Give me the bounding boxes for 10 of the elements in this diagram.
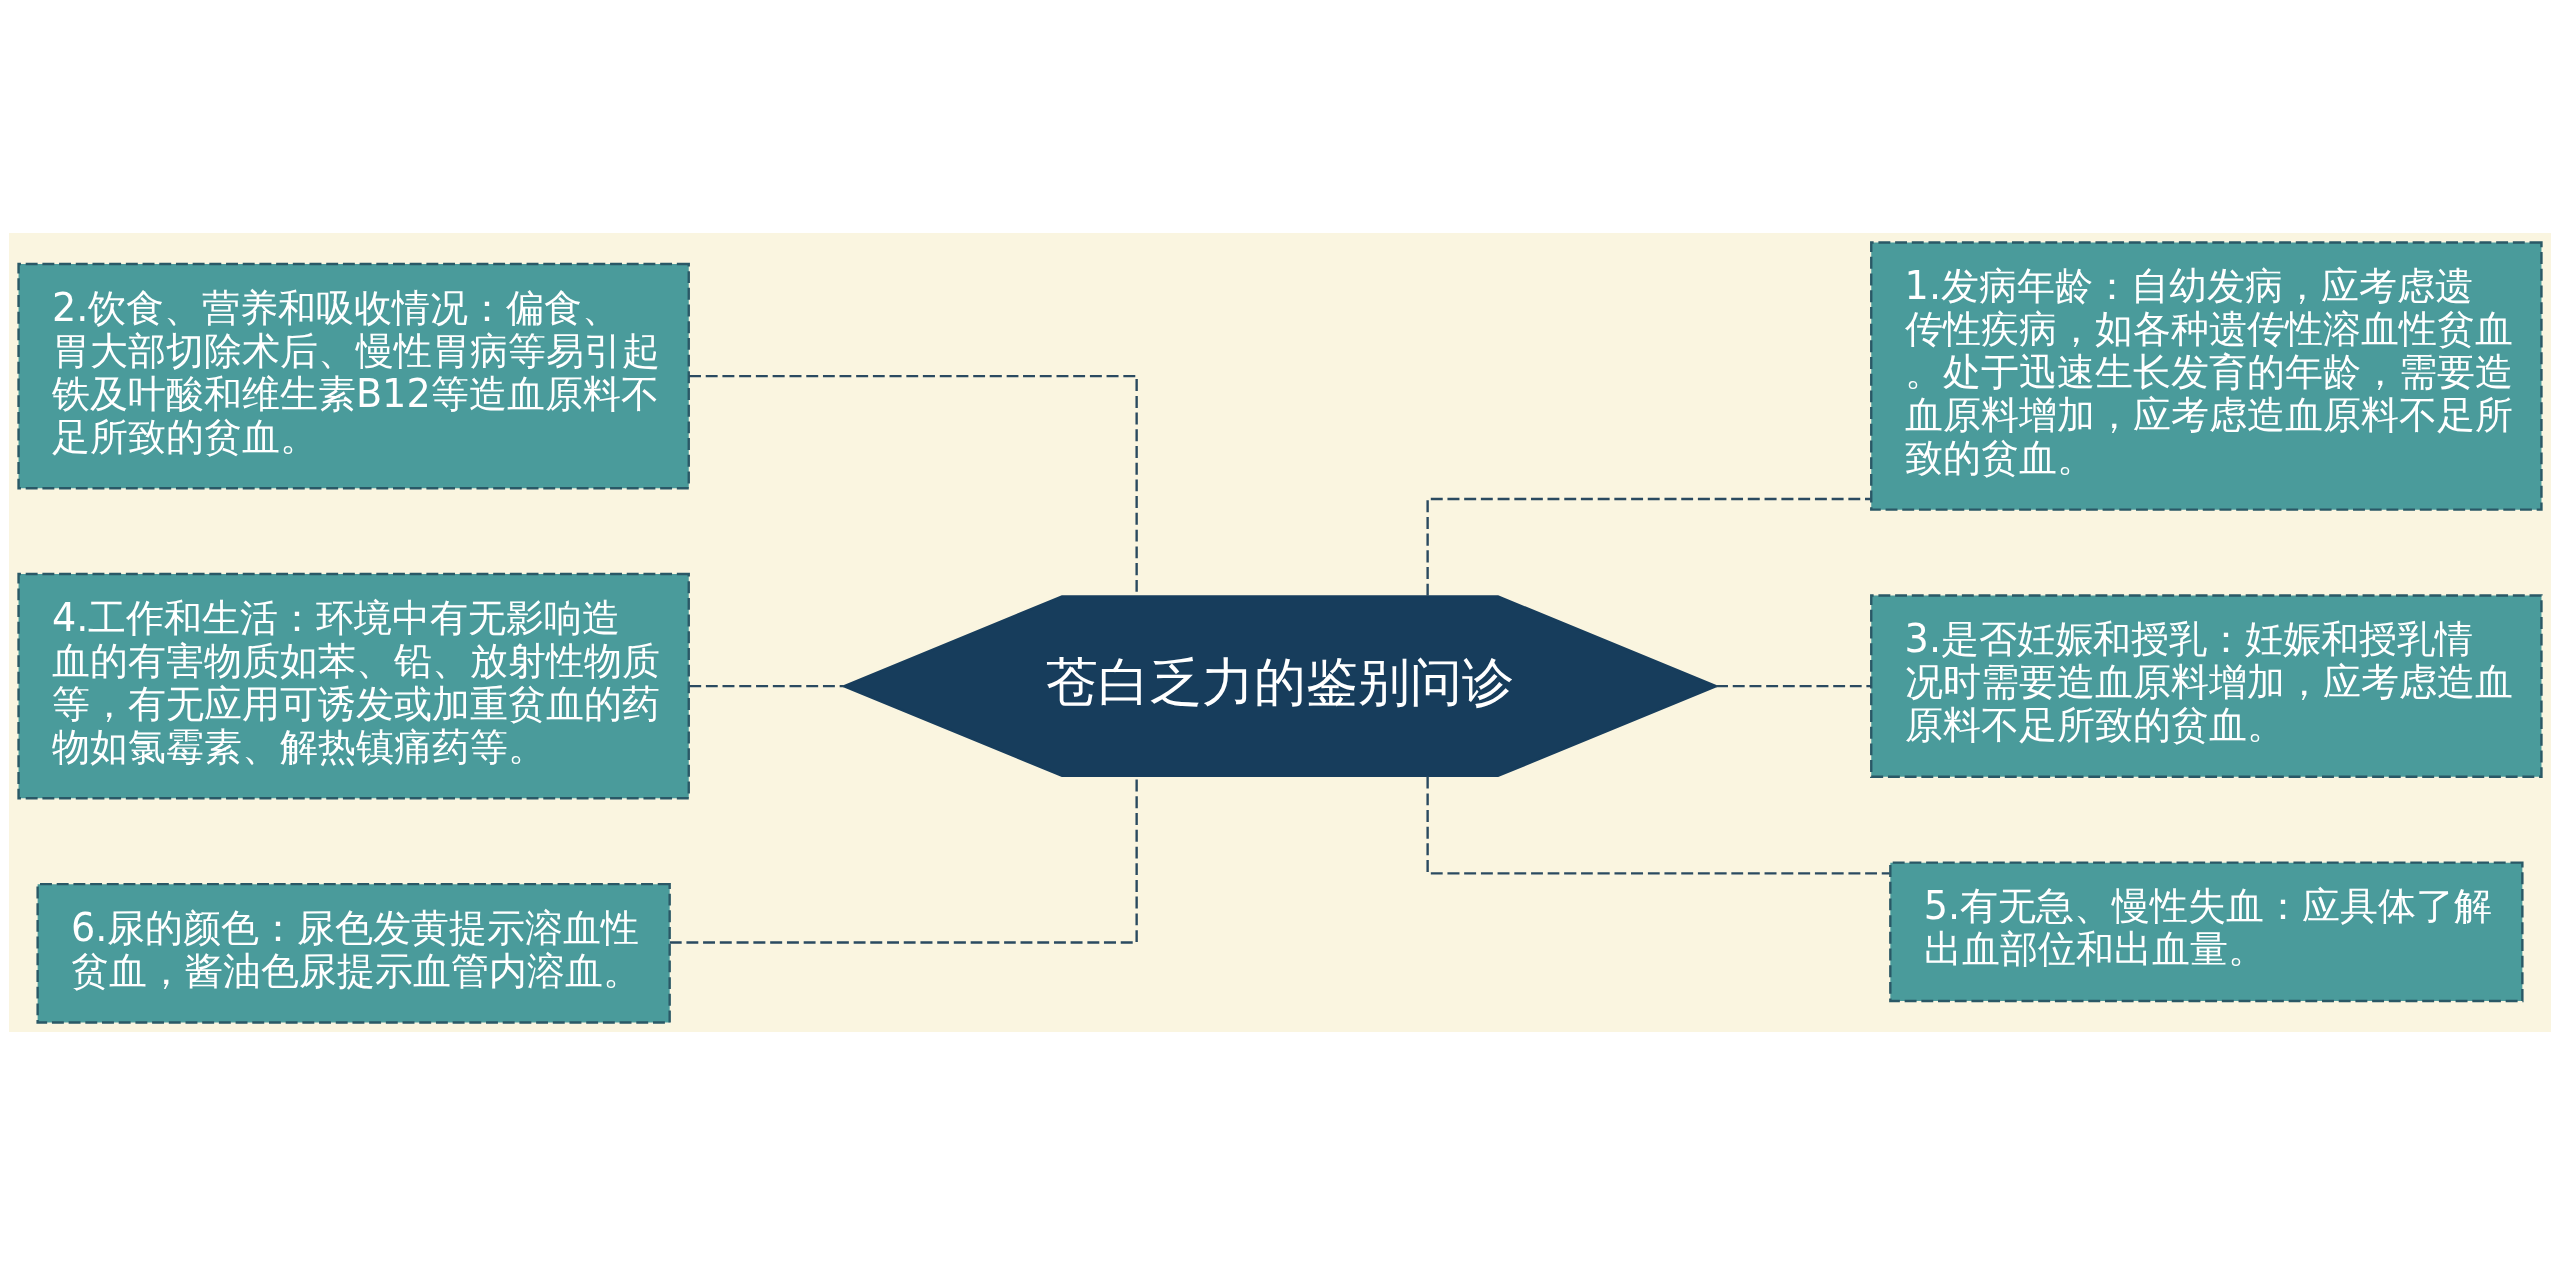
node-box: 6.尿的颜色：尿色发黄提示溶血性贫血，酱油色尿提示血管内溶血。 (36, 882, 671, 1024)
connector (689, 684, 844, 688)
node-box: 5.有无急、慢性失血：应具体了解出血部位和出血量。 (1889, 861, 2524, 1003)
connector (1426, 497, 1871, 596)
node-box: 1.发病年龄：自幼发病，应考虑遗传性疾病，如各种遗传性溶血性贫血。处于迅速生长发育的年龄，需要造血原料增加，应考虑造血原料不足所致的贫血。 (1870, 241, 2543, 511)
node-box: 4.工作和生活：环境中有无影响造血的有害物质如苯、铅、放射性物质等，有无应用可诱发或加重贫血的药物如氯霉素、解热镇痛药等。 (17, 572, 690, 800)
node-box: 3.是否妊娠和授乳：妊娠和授乳情况时需要造血原料增加，应考虑造血原料不足所致的贫血。 (1870, 594, 2543, 778)
node-box: 2.饮食、营养和吸收情况：偏食、胃大部切除术后、慢性胃病等易引起铁及叶酸和维生素B12等造血原料不足所致的贫血。 (17, 262, 690, 490)
connector (1716, 684, 1872, 688)
connector (1426, 776, 1890, 875)
